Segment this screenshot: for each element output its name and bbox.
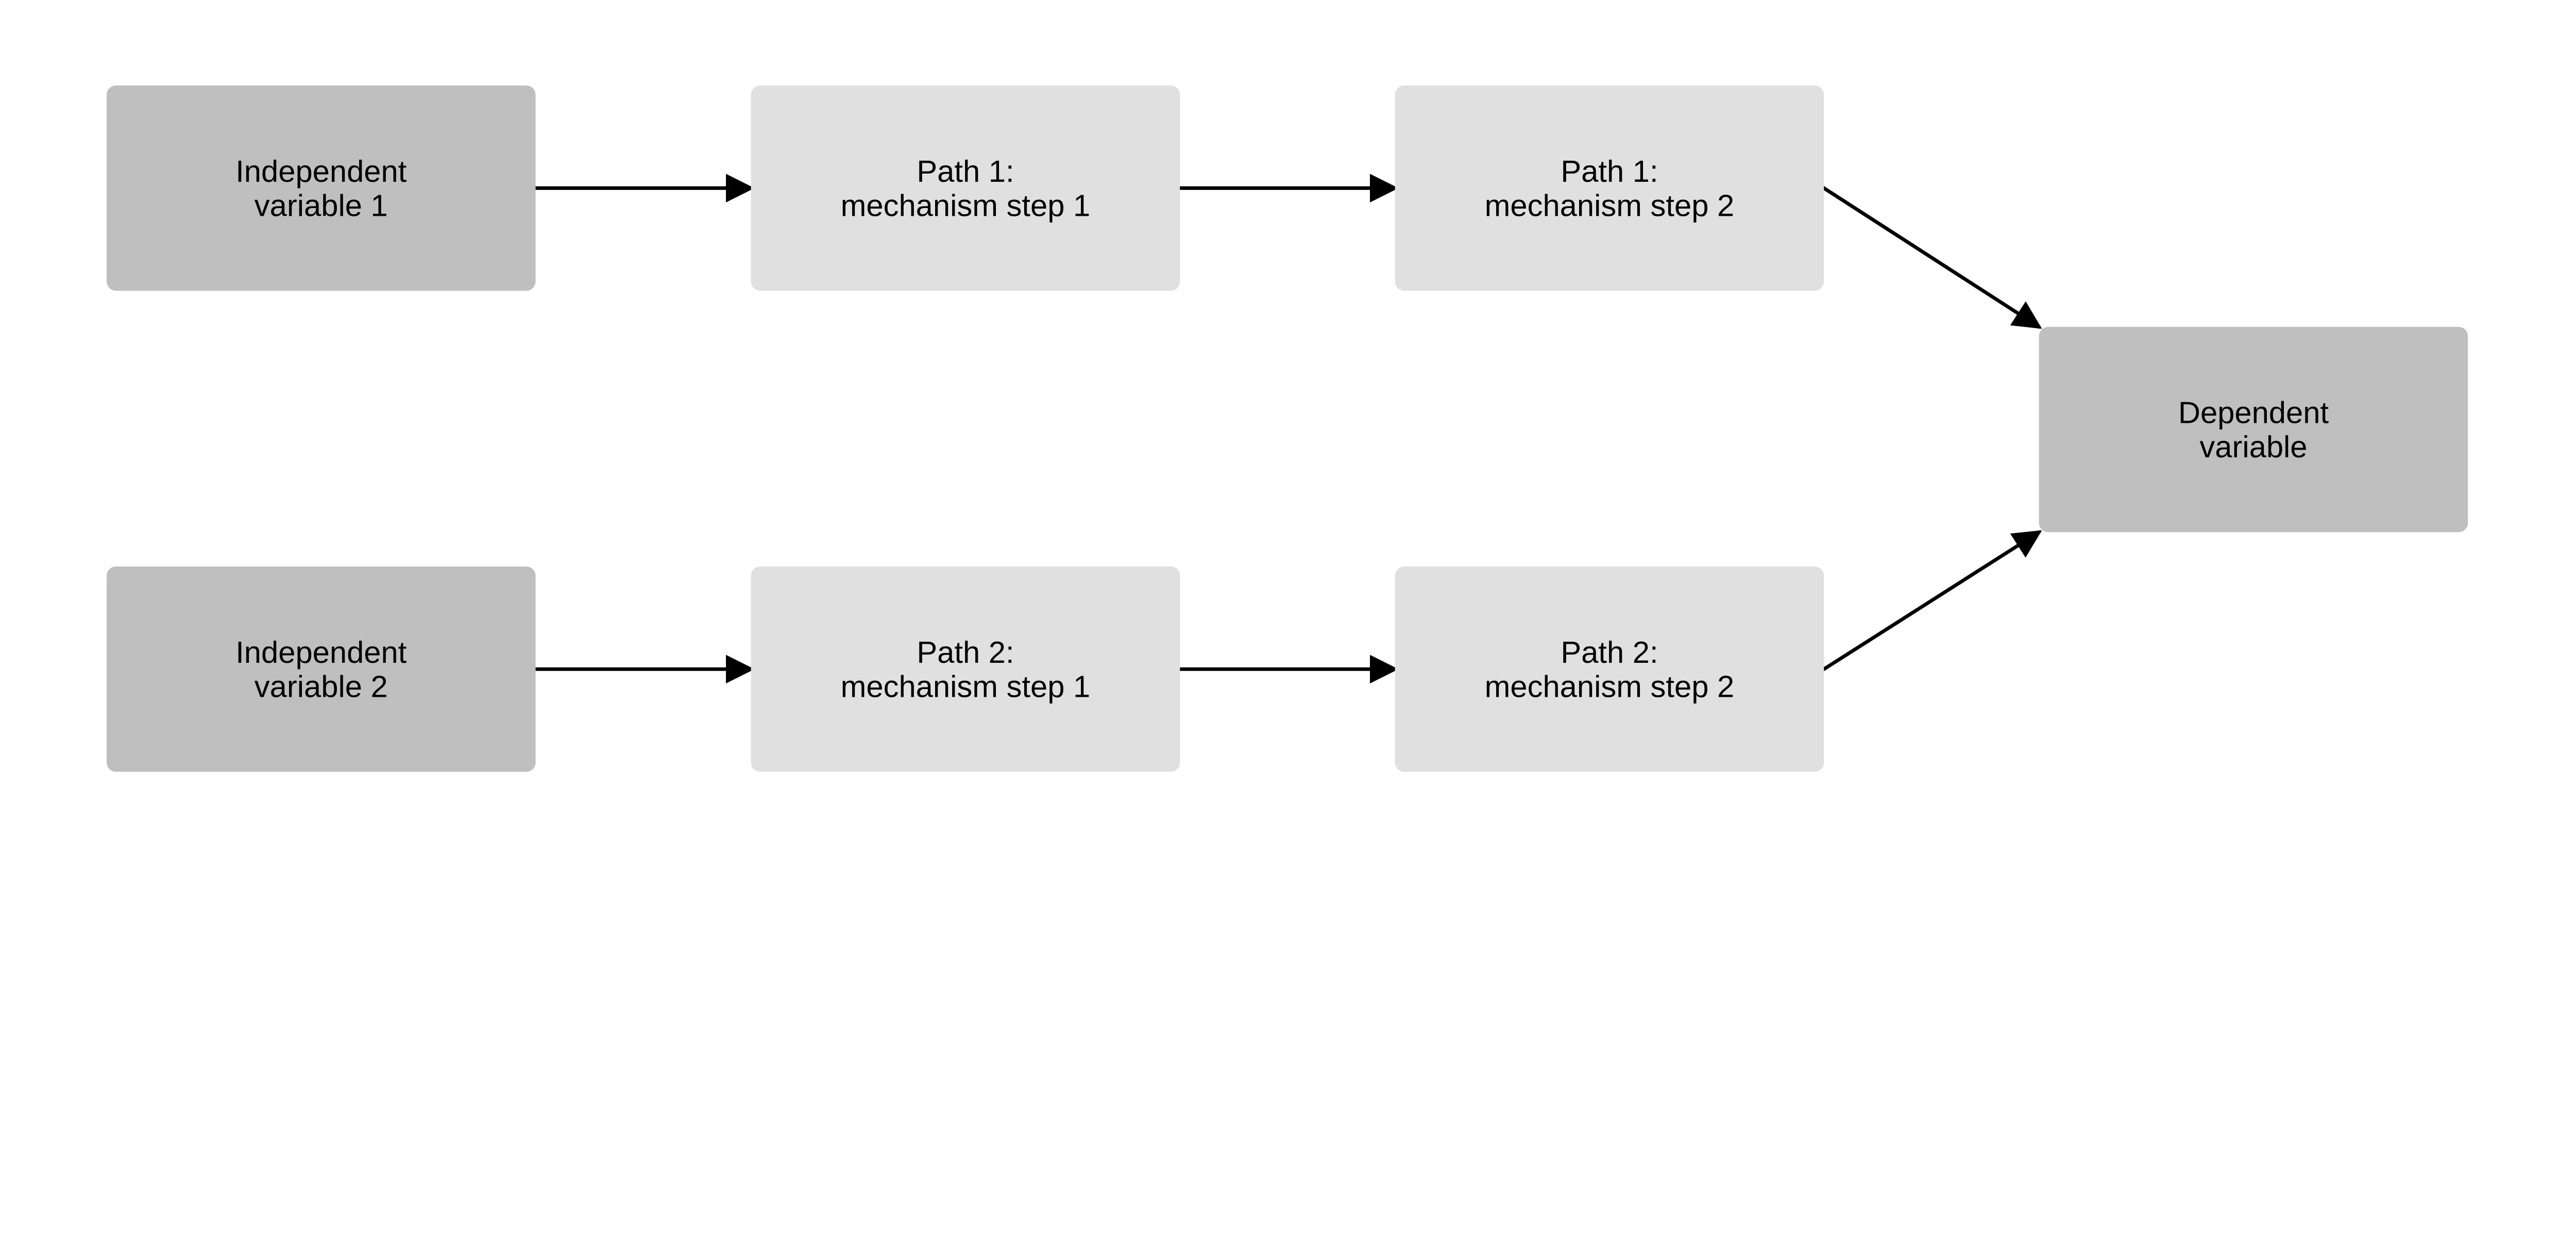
node-p1s2: Path 1:mechanism step 2 bbox=[1395, 85, 1824, 291]
node-box bbox=[1395, 566, 1824, 772]
node-box bbox=[1395, 85, 1824, 291]
node-box bbox=[751, 566, 1180, 772]
node-label: variable 1 bbox=[255, 188, 388, 222]
node-p2s1: Path 2:mechanism step 1 bbox=[751, 566, 1180, 772]
arrow-p2s2-to-dv bbox=[1822, 530, 2042, 671]
node-label: mechanism step 2 bbox=[1485, 188, 1735, 222]
node-label: variable 2 bbox=[255, 669, 388, 703]
node-p2s2: Path 2:mechanism step 2 bbox=[1395, 566, 1824, 772]
arrow-p1s2-to-dv bbox=[1822, 186, 2042, 329]
node-label: mechanism step 1 bbox=[841, 188, 1091, 222]
node-label: Independent bbox=[235, 154, 407, 188]
node-label: mechanism step 2 bbox=[1485, 669, 1735, 703]
node-label: Path 1: bbox=[917, 154, 1014, 188]
node-label: Independent bbox=[235, 635, 407, 670]
node-label: Path 2: bbox=[1561, 635, 1658, 670]
node-box bbox=[751, 85, 1180, 291]
node-box bbox=[2039, 327, 2468, 533]
node-label: mechanism step 1 bbox=[841, 669, 1091, 703]
node-label: Path 1: bbox=[1561, 154, 1658, 188]
edges-layer bbox=[534, 174, 2042, 684]
node-label: Path 2: bbox=[917, 635, 1014, 670]
node-p1s1: Path 1:mechanism step 1 bbox=[751, 85, 1180, 291]
node-label: variable bbox=[2199, 430, 2307, 464]
node-box bbox=[106, 85, 536, 291]
node-label: Dependent bbox=[2178, 396, 2329, 430]
node-box bbox=[106, 566, 536, 772]
